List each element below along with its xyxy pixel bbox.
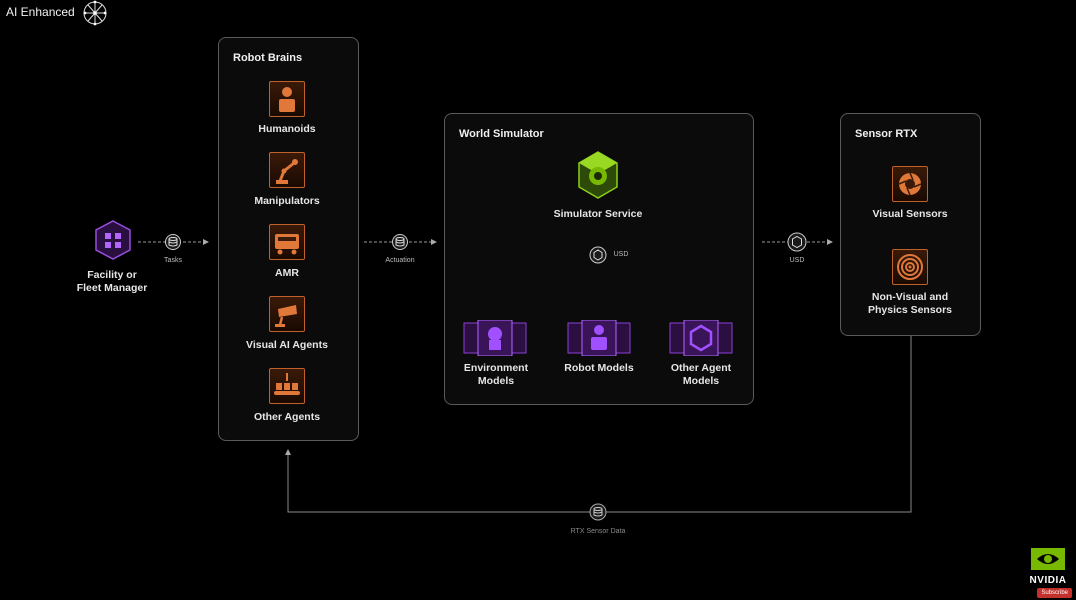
robot-model-icon [566,319,632,357]
tasks-label: Tasks [164,257,182,264]
robot-brains-title: Robot Brains [233,52,303,64]
facility-label-line1: Facility or [87,269,137,281]
robot-arm-icon [269,152,305,188]
manipulators-label: Manipulators [254,195,320,207]
humanoid-icon [269,81,305,117]
radar-icon [892,249,928,285]
simulator-service-label: Simulator Service [553,208,643,220]
other-agents-label: Other Agents [253,411,321,423]
non-visual-sensors-label-line2: Physics Sensors [867,304,953,316]
robot-models-label: Robot Models [564,362,634,374]
non-visual-sensors-label-line1: Non-Visual and [871,291,949,303]
usd-cube-icon [787,232,807,252]
database-icon [391,234,409,250]
usd-cube-icon [589,246,607,264]
environment-models-label-line1: Environment [463,362,529,374]
usd-outer-label: USD [789,257,805,264]
conveyor-icon [269,368,305,404]
environment-model-icon [462,319,528,357]
amr-label: AMR [275,267,299,279]
amr-cart-icon [269,224,305,260]
nvidia-logo-text: NVIDIA [1029,575,1067,586]
simulator-cube-icon [577,150,619,200]
usd-inner-label: USD [613,251,629,258]
grid-cube-icon [94,219,132,261]
camera-icon [269,296,305,332]
header-title: AI Enhanced [6,5,75,19]
nvidia-eye-icon [1031,548,1065,570]
visual-sensors-label: Visual Sensors [872,208,948,220]
database-icon [589,503,607,521]
world-simulator-title: World Simulator [459,128,544,140]
humanoids-label: Humanoids [258,123,316,135]
nvidia-logo: NVIDIA [1026,548,1070,586]
agent-model-icon [668,319,734,357]
environment-models-label-line2: Models [477,375,515,387]
actuation-label: Actuation [385,257,415,264]
rtx-sensor-data-label: RTX Sensor Data [570,528,626,535]
facility-label-line2: Fleet Manager [76,282,148,294]
aperture-icon [892,166,928,202]
sensor-rtx-title: Sensor RTX [855,128,918,140]
database-icon [164,234,182,250]
other-agent-models-label-line2: Models [682,375,720,387]
other-agent-models-label-line1: Other Agent [670,362,732,374]
subscribe-button[interactable]: Subscribe [1037,588,1072,598]
visual-ai-agents-label: Visual AI Agents [246,339,328,351]
sensor-rtx-panel: Sensor RTX [840,113,981,336]
brain-network-icon [81,0,109,26]
